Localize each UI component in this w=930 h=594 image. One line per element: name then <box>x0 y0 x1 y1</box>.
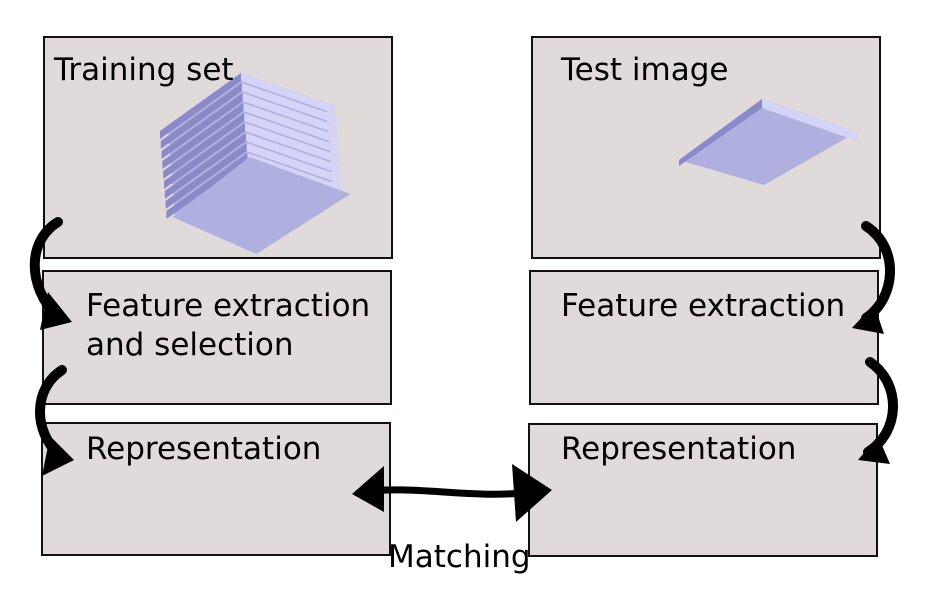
stack-layer-edge <box>165 143 247 209</box>
stack-layer-edge <box>241 83 337 124</box>
left-feature-box <box>42 270 392 405</box>
stack-layer-edge <box>164 133 246 199</box>
stack-layer-edge <box>245 133 341 174</box>
image-stack-icon <box>160 73 351 254</box>
stack-layer-edge <box>160 83 242 149</box>
right-representation-box <box>528 423 878 557</box>
matching-double-arrow <box>352 464 552 522</box>
matching-label: Matching <box>388 539 531 575</box>
right-arrow-test-to-feature <box>852 221 895 334</box>
stack-layer-edge <box>163 113 245 179</box>
stack-layer-edge <box>241 73 336 114</box>
right-feature-label: Feature extraction <box>561 288 846 324</box>
training-set-label: Training set <box>54 52 234 88</box>
stack-layer-edge <box>161 93 243 159</box>
right-feature-box <box>529 270 879 405</box>
stack-layer-edge <box>160 73 241 139</box>
stack-layer-edge <box>164 123 245 189</box>
stack-layer-edge <box>166 153 248 219</box>
stack-layer-edge <box>245 123 340 164</box>
stack-base <box>172 157 351 254</box>
left-representation-label: Representation <box>86 431 322 467</box>
left-arrow-training-to-feature <box>29 217 72 330</box>
stack-layer-edge <box>162 103 244 169</box>
left-arrow-feature-to-representation <box>35 365 74 476</box>
stack-layer-edge <box>243 103 339 144</box>
stack-layer-edge <box>242 93 338 134</box>
left-feature-label-line1: Feature extraction <box>86 288 371 324</box>
left-representation-box <box>41 422 391 556</box>
image-plate-icon <box>679 99 857 185</box>
stack-layer-edge <box>246 143 342 184</box>
test-image-label: Test image <box>561 52 729 88</box>
stack-layer-edge <box>244 113 340 154</box>
left-feature-label-line2: and selection <box>86 327 294 363</box>
right-representation-label: Representation <box>561 431 797 467</box>
right-arrow-feature-to-representation <box>858 357 898 464</box>
